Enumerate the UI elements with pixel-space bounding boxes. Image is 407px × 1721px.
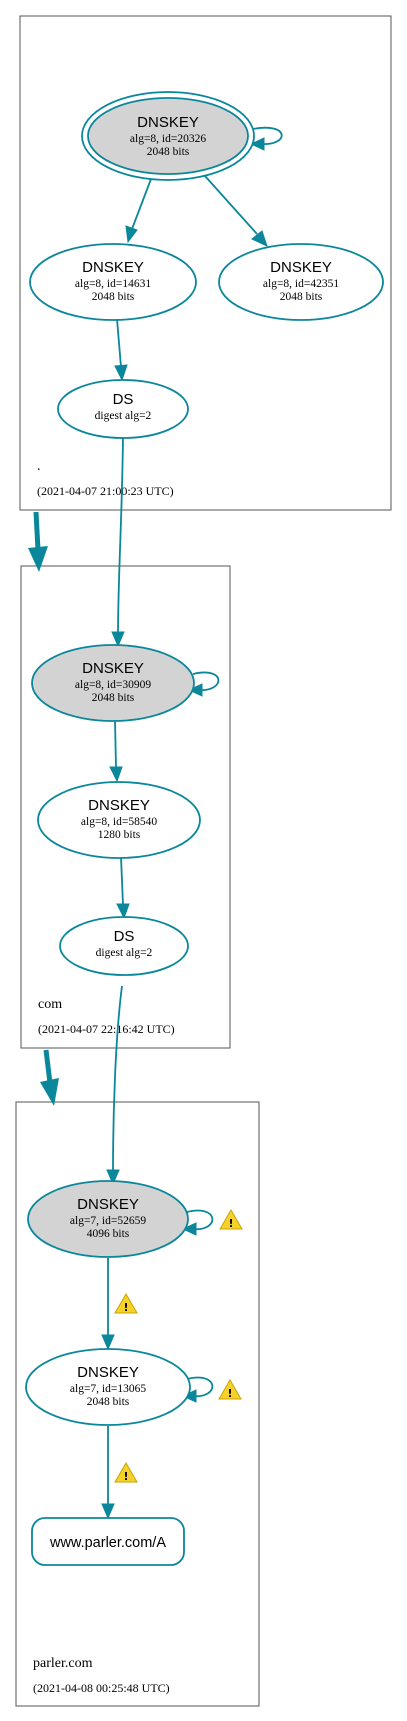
warning-triangle-icon[interactable]: !: [114, 1462, 138, 1483]
edge-root-ksk-to-zsk2: [204, 175, 268, 247]
node-com-ksk-info: alg=8, id=30909: [75, 679, 151, 691]
node-root-ds-info: digest alg=2: [95, 410, 152, 422]
node-parler-ksk-bits: 4096 bits: [87, 1228, 130, 1240]
self-loop-root-ksk: [249, 126, 283, 151]
node-root-ksk-title: DNSKEY: [137, 114, 199, 131]
warning-triangle-icon[interactable]: !: [114, 1293, 138, 1314]
node-com-zsk[interactable]: DNSKEY alg=8, id=58540 1280 bits: [37, 781, 201, 859]
node-parler-zsk[interactable]: DNSKEY alg=7, id=13065 2048 bits: [25, 1348, 191, 1426]
node-parler-zsk-info: alg=7, id=13065: [70, 1383, 146, 1395]
edge-parler-ksk-to-zsk: [101, 1258, 115, 1351]
warning-triangle-icon[interactable]: !: [219, 1209, 243, 1230]
node-root-zsk-14631-bits: 2048 bits: [92, 291, 135, 303]
node-root-zsk-42351-info: alg=8, id=42351: [263, 278, 339, 290]
zone-parler-label: parler.com: [33, 1656, 93, 1671]
node-root-ds[interactable]: DS digest alg=2: [57, 379, 189, 439]
zone-com: com (2021-04-07 22:16:42 UTC): [20, 565, 231, 1049]
node-com-ksk-bits: 2048 bits: [92, 692, 135, 704]
zone-parler: parler.com (2021-04-08 00:25:48 UTC): [15, 1101, 260, 1707]
node-com-ksk-title: DNSKEY: [82, 660, 144, 677]
edge-com-zsk-to-ds: [116, 856, 130, 920]
delegation-arrow-com-to-parler: [40, 1049, 59, 1106]
svg-text:!: !: [227, 1387, 232, 1400]
edge-root-ds-to-com-ksk: [111, 436, 125, 648]
node-com-ds-info: digest alg=2: [96, 947, 153, 959]
node-root-ksk[interactable]: DNSKEY alg=8, id=20326 2048 bits: [81, 91, 255, 181]
node-root-zsk-42351-bits: 2048 bits: [280, 291, 323, 303]
node-root-ksk-info: alg=8, id=20326: [130, 133, 206, 145]
edge-parler-zsk-to-rr: [101, 1426, 115, 1520]
warning-triangle-icon[interactable]: !: [218, 1379, 242, 1400]
node-com-zsk-info: alg=8, id=58540: [81, 816, 157, 828]
edge-root-ksk-to-zsk1: [125, 178, 152, 244]
self-loop-com-ksk: [187, 671, 220, 697]
node-parler-ksk[interactable]: DNSKEY alg=7, id=52659 4096 bits: [27, 1180, 189, 1258]
edge-root-zsk1-to-ds: [114, 318, 128, 382]
self-loop-parler-ksk: [181, 1209, 214, 1236]
node-parler-zsk-bits: 2048 bits: [87, 1396, 130, 1408]
node-root-zsk-14631[interactable]: DNSKEY alg=8, id=14631 2048 bits: [29, 243, 197, 321]
node-root-ksk-bits: 2048 bits: [147, 146, 190, 158]
svg-text:!: !: [123, 1470, 128, 1483]
node-parler-ksk-title: DNSKEY: [77, 1196, 139, 1213]
node-com-ksk[interactable]: DNSKEY alg=8, id=30909 2048 bits: [31, 644, 195, 722]
node-com-ds-title: DS: [114, 928, 135, 945]
zone-parler-box: [15, 1101, 260, 1707]
node-root-zsk-14631-info: alg=8, id=14631: [75, 278, 151, 290]
zone-root-label: .: [37, 459, 41, 474]
node-parler-ksk-info: alg=7, id=52659: [70, 1215, 146, 1227]
zone-com-timestamp: (2021-04-07 22:16:42 UTC): [38, 1022, 175, 1036]
node-root-zsk-14631-title: DNSKEY: [82, 259, 144, 276]
zone-root-box: [19, 15, 392, 511]
node-root-ds-title: DS: [113, 391, 134, 408]
edge-com-ds-to-parler-ksk: [106, 985, 123, 1186]
zone-root-timestamp: (2021-04-07 21:00:23 UTC): [37, 484, 174, 498]
zone-com-box: [20, 565, 231, 1049]
svg-text:!: !: [228, 1217, 233, 1230]
node-com-zsk-title: DNSKEY: [88, 797, 150, 814]
edge-com-ksk-to-zsk: [109, 719, 123, 783]
node-parler-rrset-label: www.parler.com/A: [49, 1535, 166, 1551]
node-root-zsk-42351-title: DNSKEY: [270, 259, 332, 276]
zone-parler-timestamp: (2021-04-08 00:25:48 UTC): [33, 1681, 170, 1695]
delegation-arrow-root-to-com: [28, 511, 48, 572]
node-com-ds[interactable]: DS digest alg=2: [59, 916, 189, 976]
zone-root: . (2021-04-07 21:00:23 UTC): [19, 15, 392, 511]
node-parler-zsk-title: DNSKEY: [77, 1364, 139, 1381]
node-root-zsk-42351[interactable]: DNSKEY alg=8, id=42351 2048 bits: [218, 243, 384, 321]
svg-text:!: !: [123, 1301, 128, 1314]
zone-com-label: com: [38, 997, 62, 1012]
node-parler-rrset[interactable]: www.parler.com/A: [31, 1517, 185, 1566]
node-com-zsk-bits: 1280 bits: [98, 829, 141, 841]
